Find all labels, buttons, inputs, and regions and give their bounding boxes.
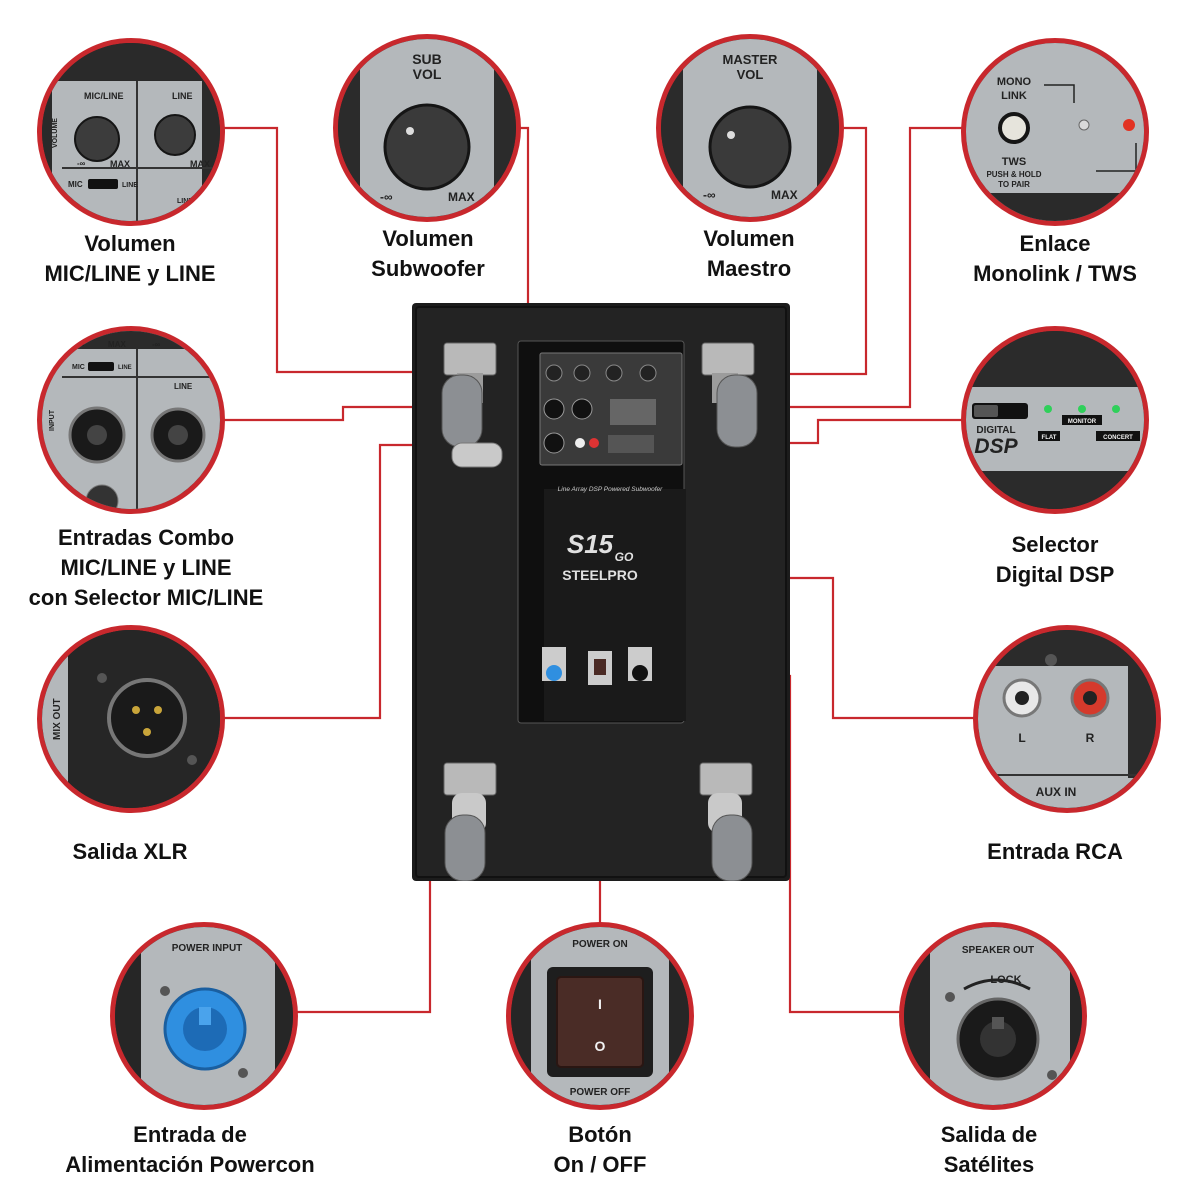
- caption-mic-line-volume: Volumen MIC/LINE y LINE: [44, 231, 216, 286]
- svg-text:MAX: MAX: [448, 190, 475, 204]
- xlr-output-jack[interactable]: [107, 678, 187, 758]
- svg-text:R: R: [1086, 731, 1095, 745]
- caption-monolink: Enlace Monolink / TWS: [973, 231, 1137, 286]
- svg-text:MIC: MIC: [72, 364, 85, 371]
- subwoofer-cabinet: Line Array DSP Powered Subwoofer S15 GO …: [412, 303, 790, 881]
- svg-text:MASTER: MASTER: [723, 52, 779, 67]
- caption-power-switch: Botón On / OFF: [553, 1122, 647, 1177]
- caster-top-right: [701, 342, 758, 448]
- power-rocker-switch[interactable]: [556, 976, 644, 1068]
- svg-text:POWER INPUT: POWER INPUT: [172, 943, 243, 954]
- mic-line-switch[interactable]: [88, 179, 118, 189]
- svg-text:INPUT: INPUT: [49, 409, 56, 431]
- svg-text:MIC/LINE: MIC/LINE: [84, 91, 124, 101]
- svg-text:MIC: MIC: [68, 180, 83, 189]
- svg-text:SPEAKER OUT: SPEAKER OUT: [962, 945, 1034, 956]
- caster-top-left: [441, 342, 503, 468]
- caption-digital-dsp: Selector Digital DSP: [995, 532, 1115, 587]
- tws-led: [1123, 119, 1135, 131]
- svg-text:LINE: LINE: [172, 91, 193, 101]
- master-volume-knob[interactable]: [708, 105, 792, 189]
- svg-text:-∞: -∞: [703, 188, 716, 202]
- callout-mic-line-volume: VOLUME MIC/LINE LINE -∞ MAX MAX MIC LINE…: [37, 38, 225, 226]
- caster-bottom-right: [699, 762, 753, 881]
- cabinet-brand: STEELPRO: [562, 567, 638, 583]
- svg-text:LINE: LINE: [174, 382, 193, 391]
- svg-text:LINK: LINK: [1001, 90, 1027, 102]
- line-volume-knob[interactable]: [154, 114, 196, 156]
- svg-text:MAX: MAX: [771, 188, 798, 202]
- svg-text:TO PAIR: TO PAIR: [998, 180, 1030, 189]
- mic-line-volume-knob[interactable]: [74, 116, 120, 162]
- svg-text:LINE: LINE: [118, 365, 132, 371]
- caption-master-volume: Volumen Maestro: [703, 226, 795, 281]
- svg-text:I: I: [598, 996, 602, 1012]
- callout-master-volume: MASTER VOL -∞ MAX: [656, 34, 844, 222]
- caster-bottom-left: [443, 762, 497, 881]
- svg-text:MONITOR: MONITOR: [1068, 419, 1097, 425]
- svg-text:VOL: VOL: [737, 67, 764, 82]
- callout-digital-dsp: DIGITAL DSP FLAT MONITOR CONCERT: [961, 326, 1149, 514]
- dsp-led-monitor: [1078, 405, 1086, 413]
- svg-text:VOL: VOL: [413, 66, 442, 82]
- svg-text:LINE: LINE: [177, 198, 193, 205]
- caption-speaker-out: Salida de Satélites: [940, 1122, 1038, 1177]
- svg-text:AUX IN: AUX IN: [1036, 785, 1077, 799]
- svg-text:POWER OFF: POWER OFF: [570, 1087, 631, 1098]
- svg-text:O: O: [595, 1038, 606, 1054]
- svg-text:POWER ON: POWER ON: [572, 939, 628, 950]
- callout-speaker-out: SPEAKER OUT LOCK: [899, 922, 1087, 1110]
- callout-sub-volume: SUB VOL -∞ MAX: [333, 34, 521, 222]
- cabinet-model: S15: [567, 529, 614, 559]
- caption-sub-volume: Volumen Subwoofer: [371, 226, 485, 281]
- svg-text:FLAT: FLAT: [1042, 435, 1057, 441]
- caption-power-input: Entrada de Alimentación Powercon: [65, 1122, 315, 1177]
- svg-text:MAX: MAX: [110, 159, 130, 169]
- callout-power-input: POWER INPUT: [110, 922, 298, 1110]
- svg-text:VOLUME: VOLUME: [52, 118, 59, 148]
- svg-text:MAX: MAX: [184, 340, 202, 349]
- callout-monolink: MONO LINK TWS PUSH & HOLD TO PAIR: [961, 38, 1149, 226]
- svg-text:DIGITAL: DIGITAL: [976, 425, 1015, 436]
- callout-power-switch: POWER ON I O POWER OFF: [506, 922, 694, 1110]
- svg-text:MAX: MAX: [108, 340, 126, 349]
- monolink-led: [1078, 119, 1090, 131]
- monolink-button[interactable]: [998, 112, 1030, 144]
- svg-text:-∞: -∞: [152, 340, 161, 349]
- svg-text:-∞: -∞: [76, 340, 85, 349]
- svg-text:LINE: LINE: [122, 182, 138, 189]
- svg-text:MAX: MAX: [190, 159, 210, 169]
- svg-text:DSP: DSP: [974, 435, 1018, 458]
- caption-rca-in: Entrada RCA: [987, 839, 1123, 864]
- cabinet-subtitle: Line Array DSP Powered Subwoofer: [558, 486, 663, 493]
- dsp-led-concert: [1112, 405, 1120, 413]
- cabinet-model-suffix: GO: [615, 550, 634, 564]
- svg-text:CONCERT: CONCERT: [1103, 435, 1133, 441]
- callout-combo-inputs: -∞ MAX -∞ MAX MIC LINE LINE INPUT: [37, 326, 225, 514]
- caption-xlr-out: Salida XLR: [72, 839, 188, 864]
- svg-text:-∞: -∞: [380, 190, 393, 204]
- callout-xlr-out: MIX OUT: [37, 625, 225, 813]
- sub-volume-knob[interactable]: [383, 103, 471, 191]
- svg-text:MIX OUT: MIX OUT: [52, 698, 63, 740]
- svg-text:SUB: SUB: [412, 51, 442, 67]
- svg-text:MONO: MONO: [997, 76, 1032, 88]
- svg-text:L: L: [1018, 731, 1025, 745]
- svg-text:PUSH & HOLD: PUSH & HOLD: [986, 170, 1041, 179]
- caption-combo-inputs: Entradas Combo MIC/LINE y LINE con Selec…: [28, 525, 264, 610]
- svg-text:-∞: -∞: [77, 159, 86, 168]
- svg-text:TWS: TWS: [1002, 156, 1026, 168]
- callout-rca-in: L R AUX IN: [973, 625, 1161, 813]
- dsp-led-flat: [1044, 405, 1052, 413]
